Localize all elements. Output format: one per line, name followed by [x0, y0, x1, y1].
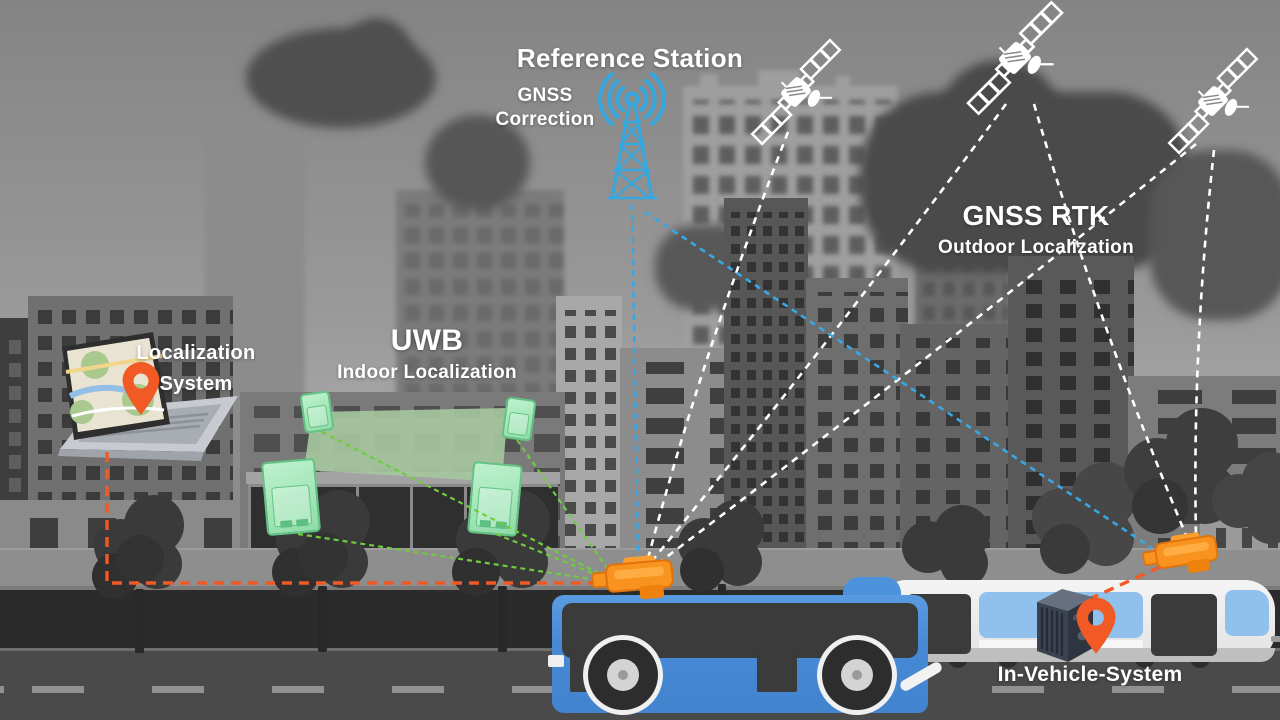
uwb-label: UWB Indoor Localization [327, 322, 527, 384]
gnss-receiver-icon [589, 552, 676, 605]
cloud [342, 18, 412, 88]
gnss-correction-lines [630, 203, 1153, 565]
tree [1212, 452, 1280, 602]
localization-system-line2: System [159, 373, 233, 395]
cloud [425, 115, 530, 210]
uwb-ranging-lines [297, 431, 615, 584]
gnss-correction-line2: Correction [495, 108, 595, 130]
building [806, 278, 908, 568]
tree [900, 505, 1000, 615]
tree [676, 500, 771, 632]
bus-marker [548, 655, 564, 667]
radio-tower-icon [598, 72, 666, 200]
building [252, 86, 260, 146]
gnss-receiver-icon [1139, 528, 1221, 581]
cloud [940, 60, 1060, 170]
bus [548, 575, 944, 715]
building [556, 296, 622, 568]
gnss-rtk-label: GNSS RTK Outdoor Localization [930, 198, 1142, 260]
bus-wheel [817, 635, 897, 715]
localization-system-line1: Localization [136, 342, 256, 364]
tram-front-window [1225, 590, 1269, 636]
gnss-signal-lines [644, 103, 1216, 570]
tree [1032, 462, 1142, 602]
outdoor-localization-label: Outdoor Localization [938, 237, 1134, 258]
localization-system-label: Localization System [116, 338, 276, 400]
tram-coupler [1271, 636, 1280, 642]
indoor-localization-label: Indoor Localization [337, 361, 517, 383]
uwb-title: UWB [390, 324, 464, 357]
gnss-correction-line1: GNSS [517, 85, 573, 106]
cloud [1150, 150, 1280, 320]
bus-wheel [583, 635, 663, 715]
tree [92, 495, 187, 657]
gnss-correction-label: GNSS Correction [488, 84, 602, 132]
reference-station-label: Reference Station [516, 43, 744, 73]
bus-door [757, 650, 797, 692]
tram-door [1151, 594, 1217, 656]
gnss-rtk-title: GNSS RTK [962, 200, 1110, 231]
in-vehicle-system-label: In-Vehicle-System [997, 663, 1183, 686]
